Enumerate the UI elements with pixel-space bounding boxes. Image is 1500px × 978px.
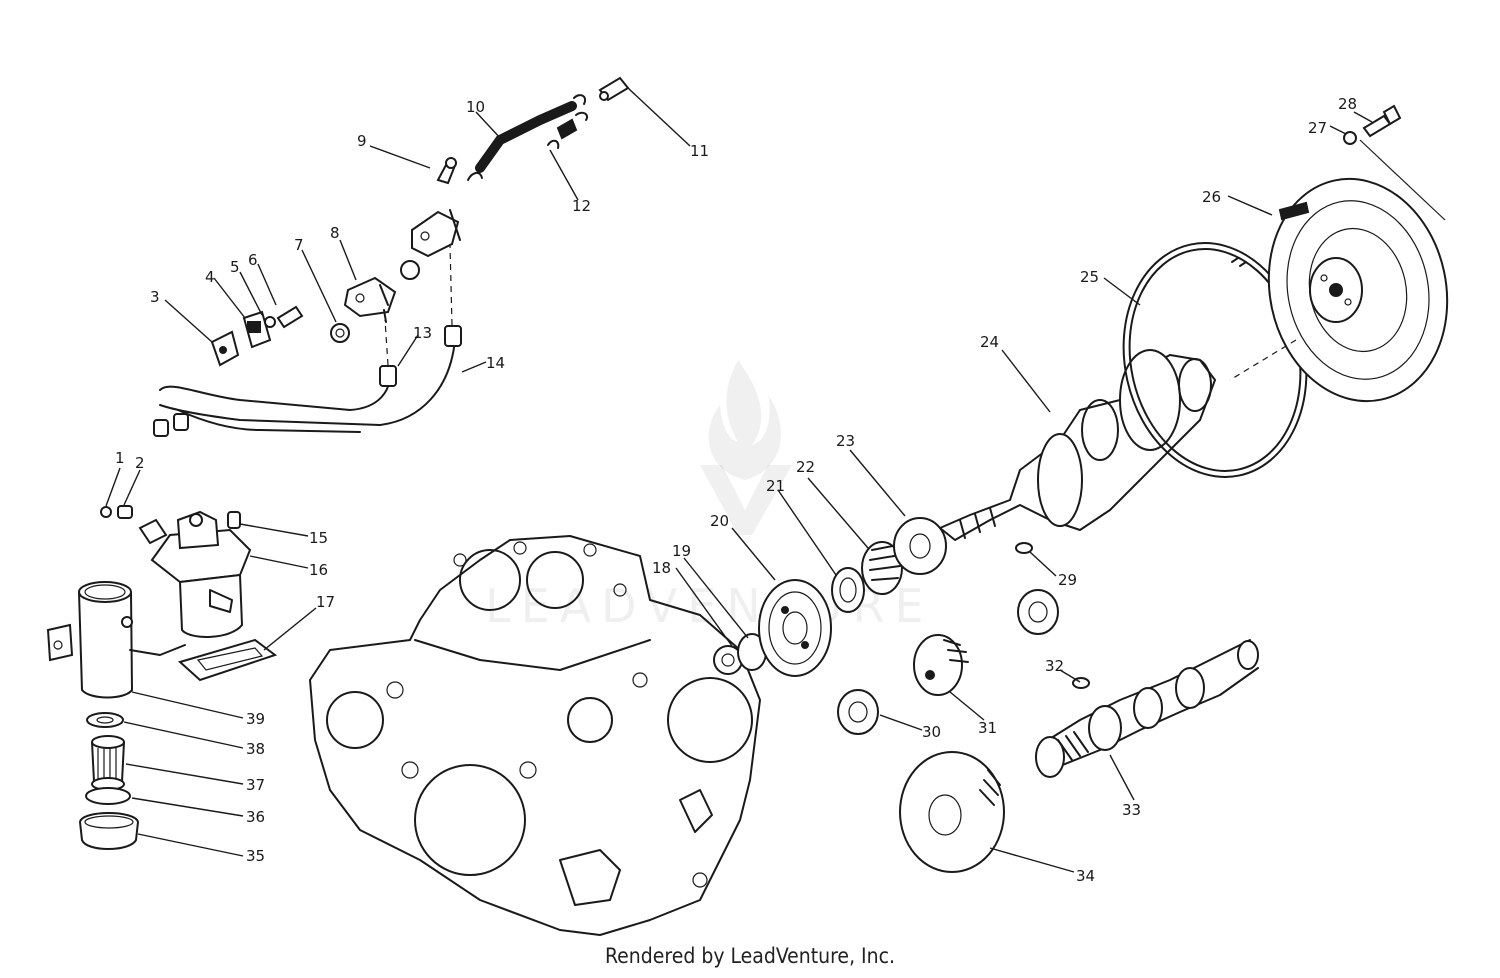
callout-20: 20: [710, 512, 729, 530]
callout-16: 16: [309, 561, 328, 579]
callout-33: 33: [1122, 801, 1141, 819]
callout-19: 19: [672, 542, 691, 560]
crankshaft: [939, 349, 1216, 541]
timing-gear-parts: [713, 517, 1090, 689]
callout-28: 28: [1338, 95, 1357, 113]
callout-35: 35: [246, 847, 265, 865]
engine-block: [309, 535, 761, 936]
callout-6: 6: [248, 251, 258, 269]
fuel-filter: [46, 581, 186, 850]
callout-31: 31: [978, 719, 997, 737]
leadventure-watermark: LEADVENTURE: [485, 360, 934, 633]
callout-17: 17: [316, 593, 335, 611]
callout-29: 29: [1058, 571, 1077, 589]
callout-25: 25: [1080, 268, 1099, 286]
callout-7: 7: [294, 236, 304, 254]
callout-1: 1: [115, 449, 125, 467]
callout-21: 21: [766, 477, 785, 495]
callout-37: 37: [246, 776, 265, 794]
injection-pump: [100, 505, 278, 682]
callout-4: 4: [205, 268, 215, 286]
callout-22: 22: [796, 458, 815, 476]
callout-18: 18: [652, 559, 671, 577]
callout-9: 9: [357, 132, 367, 150]
injector-clamp-parts: [210, 157, 461, 367]
watermark-text: LEADVENTURE: [485, 579, 934, 633]
callout-2: 2: [135, 454, 145, 472]
callout-34: 34: [1076, 867, 1095, 885]
camshaft-parts: [837, 589, 1259, 873]
callout-39: 39: [246, 710, 265, 728]
callout-30: 30: [922, 723, 941, 741]
flywheel-assembly: [1122, 104, 1449, 478]
callout-8: 8: [330, 224, 340, 242]
callout-5: 5: [230, 258, 240, 276]
callout-labels: 1 2 3 4 5 6 7 8 9 10 11 12 13 14 15 16 1…: [115, 95, 1357, 885]
callout-10: 10: [466, 98, 485, 116]
callout-12: 12: [572, 197, 591, 215]
callout-3: 3: [150, 288, 160, 306]
callout-13: 13: [413, 324, 432, 342]
leader-lines: [105, 87, 1373, 873]
injection-lines: [153, 244, 462, 437]
callout-23: 23: [836, 432, 855, 450]
callout-15: 15: [309, 529, 328, 547]
callout-11: 11: [690, 142, 709, 160]
callout-27: 27: [1308, 119, 1327, 137]
callout-14: 14: [486, 354, 505, 372]
callout-38: 38: [246, 740, 265, 758]
leak-off-hose: [467, 76, 630, 181]
callout-32: 32: [1045, 657, 1064, 675]
rendered-by-credit: Rendered by LeadVenture, Inc.: [605, 944, 895, 968]
callout-24: 24: [980, 333, 999, 351]
callout-26: 26: [1202, 188, 1221, 206]
callout-36: 36: [246, 808, 265, 826]
